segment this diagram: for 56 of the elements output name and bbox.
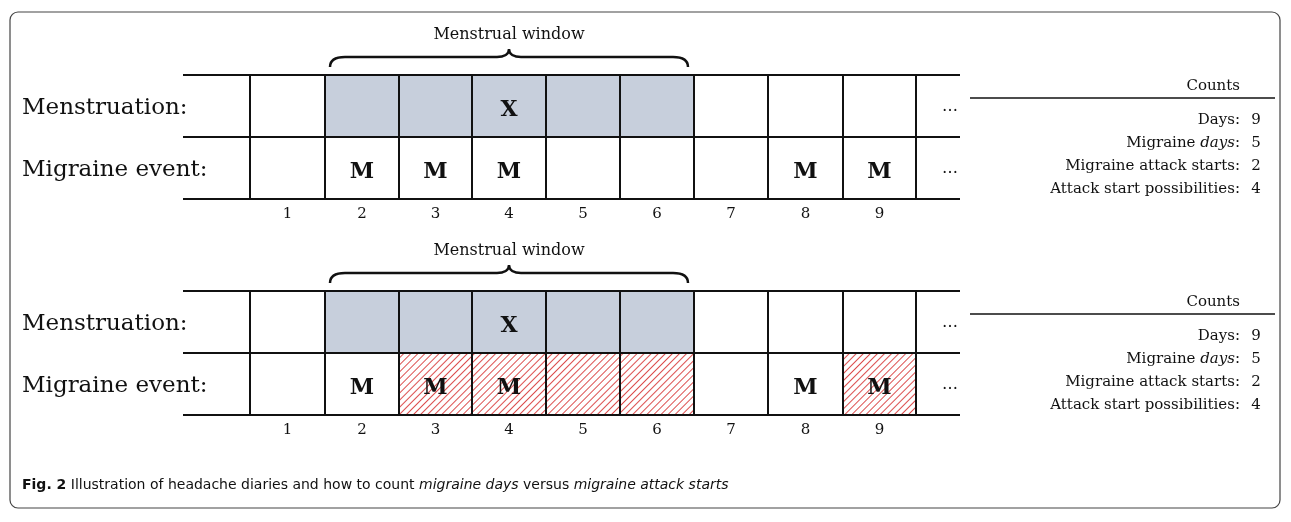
count-label: Migraine attack starts: xyxy=(1065,373,1240,389)
figure-caption: Fig. 2 Illustration of headache diaries and how to count migraine days versus migraine attack starts xyxy=(22,477,729,491)
day-number: 4 xyxy=(504,421,514,437)
count-value: 2 xyxy=(1251,157,1261,173)
count-value: 5 xyxy=(1251,350,1261,366)
day-number: 7 xyxy=(726,205,736,221)
ellipsis: … xyxy=(942,160,958,176)
count-value: 5 xyxy=(1251,134,1261,150)
day-number: 5 xyxy=(578,421,588,437)
migraine-mark: M xyxy=(423,159,448,181)
row-label: Menstruation: xyxy=(22,94,188,118)
menstruation-mark: X xyxy=(500,313,518,335)
day-number: 9 xyxy=(874,205,885,221)
ellipsis: … xyxy=(942,314,958,330)
day-number: 7 xyxy=(726,421,736,437)
count-label: Migraine attack starts: xyxy=(1065,157,1240,173)
count-label: Migraine days: xyxy=(1126,350,1240,366)
day-number: 2 xyxy=(357,205,367,221)
migraine-mark: M xyxy=(867,159,892,181)
count-value: 9 xyxy=(1251,111,1261,127)
day-number: 8 xyxy=(800,205,811,221)
count-label: Days: xyxy=(1197,111,1240,127)
row-label: Migraine event: xyxy=(22,156,208,180)
count-label: Attack start possibilities: xyxy=(1050,180,1240,196)
day-number: 6 xyxy=(652,421,662,437)
day-number: 6 xyxy=(652,205,662,221)
count-value: 9 xyxy=(1251,327,1261,343)
count-label: Attack start possibilities: xyxy=(1050,396,1240,412)
migraine-mark: M xyxy=(349,375,375,397)
count-value: 4 xyxy=(1251,180,1261,196)
day-number: 2 xyxy=(357,421,367,437)
count-label: Days: xyxy=(1197,327,1240,343)
row-label: Migraine event: xyxy=(22,372,208,396)
ellipsis: … xyxy=(942,98,958,114)
day-number: 3 xyxy=(430,421,441,437)
migraine-mark: M xyxy=(496,159,522,181)
window-label: Menstrual window xyxy=(433,26,585,42)
day-number: 1 xyxy=(282,205,293,221)
window-label: Menstrual window xyxy=(433,242,585,258)
day-number: 5 xyxy=(578,205,588,221)
migraine-mark: M xyxy=(793,375,818,397)
day-number: 9 xyxy=(874,421,885,437)
menstruation-mark: X xyxy=(500,97,518,119)
row-label: Menstruation: xyxy=(22,310,188,334)
migraine-mark: M xyxy=(349,159,375,181)
migraine-mark: M xyxy=(793,159,818,181)
count-value: 4 xyxy=(1251,396,1261,412)
day-number: 4 xyxy=(504,205,514,221)
count-label: Migraine days: xyxy=(1126,134,1240,150)
day-number: 1 xyxy=(282,421,293,437)
table-heading: Counts xyxy=(1186,77,1240,93)
count-value: 2 xyxy=(1251,373,1261,389)
ellipsis: … xyxy=(942,376,958,392)
day-number: 3 xyxy=(430,205,441,221)
day-number: 8 xyxy=(800,421,811,437)
table-heading: Counts xyxy=(1186,293,1240,309)
